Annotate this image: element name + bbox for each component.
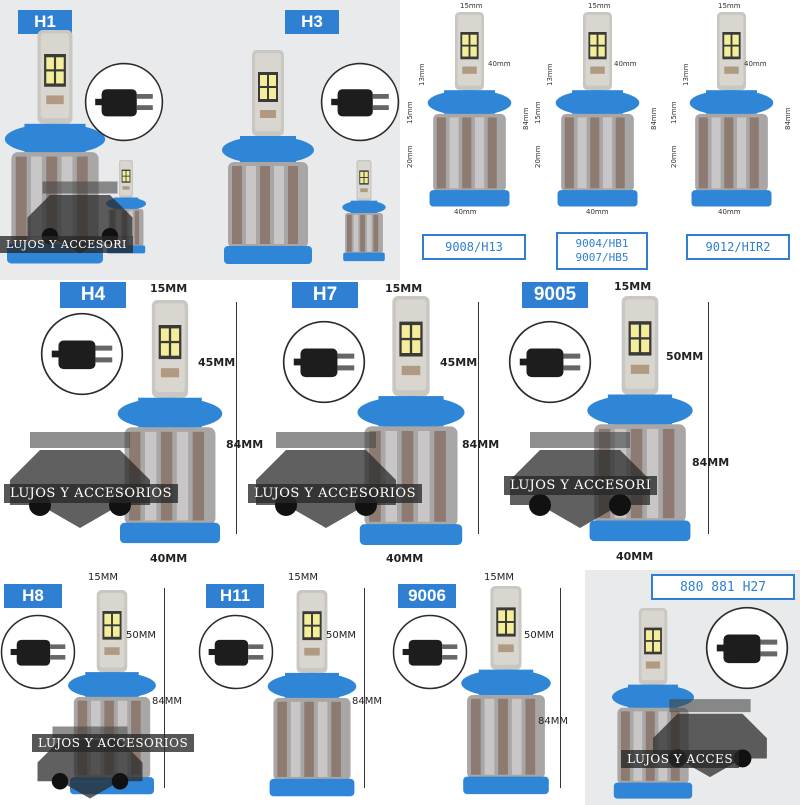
dim-base-width: 40MM	[616, 550, 654, 563]
dim-base-width: 40MM	[150, 552, 188, 565]
dim-width-head: 15mm	[460, 2, 483, 10]
tag-9007-hb5: 9007/HB5	[575, 251, 629, 264]
tag-9006: 9006	[398, 584, 456, 608]
dim-width-head: 15MM	[150, 282, 188, 295]
dim-total-height: 84MM	[462, 438, 500, 451]
dim-height-head: 50MM	[326, 630, 356, 641]
dim-line	[236, 302, 237, 534]
dim-total-height: 84mm	[650, 107, 658, 130]
car-emblem-icon	[500, 410, 660, 530]
led-bulb-icon	[422, 12, 517, 212]
watermark-text: LUJOS Y ACCESORI	[504, 476, 658, 495]
led-bulb-icon	[456, 586, 556, 800]
connector-plug-icon	[84, 62, 164, 142]
watermark-text: LUJOS Y ACCESORIOS	[248, 484, 422, 503]
tag-h7: H7	[292, 282, 358, 308]
dim-width-head: 15MM	[385, 282, 423, 295]
dim-line	[478, 302, 479, 534]
tag-9005: 9005	[522, 282, 588, 308]
dim-base-width: 40mm	[718, 208, 741, 216]
led-bulb-icon	[684, 12, 779, 212]
dim-height-head: 40mm	[744, 60, 767, 68]
dim-height-head: 45MM	[198, 356, 236, 369]
car-emblem-icon	[30, 710, 150, 800]
dim-base-width: 40mm	[586, 208, 609, 216]
tag-h4: H4	[60, 282, 126, 308]
dim-line	[708, 302, 709, 534]
dim-13: 13mm	[682, 63, 690, 86]
dim-width-head: 15MM	[288, 572, 318, 583]
panel-h1-h3: H1 H3 LUJOS Y ACCESORI	[0, 0, 400, 280]
dim-20: 20mm	[406, 145, 414, 168]
tag-880-881-h27: 880 881 H27	[651, 574, 795, 600]
car-emblem-icon	[0, 410, 160, 530]
dim-20: 20mm	[534, 145, 542, 168]
dim-width-head: 15MM	[484, 572, 514, 583]
panel-880-881-h27: 880 881 H27 LUJOS Y ACCES	[585, 570, 800, 805]
dim-width-head: 15mm	[588, 2, 611, 10]
dim-height-head: 45MM	[440, 356, 478, 369]
dim-total-height: 84mm	[522, 107, 530, 130]
dim-15: 15mm	[670, 101, 678, 124]
tag-h8: H8	[4, 584, 62, 608]
dim-height-head: 40mm	[488, 60, 511, 68]
connector-plug-icon	[320, 62, 400, 142]
dim-total-height: 84mm	[784, 107, 792, 130]
car-emblem-icon	[246, 410, 406, 530]
dim-width-head: 15mm	[718, 2, 741, 10]
dim-height-head: 50MM	[666, 350, 704, 363]
dim-height-head: 40mm	[614, 60, 637, 68]
tag-h11: H11	[206, 584, 264, 608]
tag-9008-h13: 9008/H13	[422, 234, 526, 260]
dim-15: 15mm	[534, 101, 542, 124]
dim-height-head: 50MM	[524, 630, 554, 641]
watermark-text: LUJOS Y ACCESORIOS	[32, 734, 195, 752]
dim-13: 13mm	[418, 63, 426, 86]
dim-width-head: 15MM	[88, 572, 118, 583]
dim-base-width: 40MM	[386, 552, 424, 565]
connector-plug-icon	[705, 606, 789, 690]
dim-total-height: 84MM	[692, 456, 730, 469]
dim-20: 20mm	[670, 145, 678, 168]
dim-line	[364, 588, 365, 788]
led-bulb-icon	[262, 590, 362, 802]
dim-height-head: 50MM	[126, 630, 156, 641]
dim-total-height: 84MM	[152, 696, 182, 707]
panel-9008-9004-9012: 15mm 40mm 84mm 13mm 15mm 20mm 40mm 9008/…	[400, 0, 800, 280]
panel-h4-h7-9005: H4 15MM 45MM 84MM 40MM LUJOS Y ACCESORIO…	[0, 280, 800, 570]
dim-line	[560, 588, 561, 788]
tag-9004-9007: 9004/HB1 9007/HB5	[556, 232, 648, 270]
watermark-text: LUJOS Y ACCES	[621, 750, 740, 768]
tag-h3: H3	[285, 10, 339, 34]
tag-9012-hir2: 9012/HIR2	[686, 234, 790, 260]
tag-9004-hb1: 9004/HB1	[575, 237, 629, 250]
watermark-text: LUJOS Y ACCESORI	[0, 236, 133, 253]
dim-15: 15mm	[406, 101, 414, 124]
led-bulb-icon	[340, 160, 388, 264]
watermark-text: LUJOS Y ACCESORIOS	[4, 484, 178, 503]
dim-13: 13mm	[546, 63, 554, 86]
dim-line	[164, 588, 165, 788]
dim-base-width: 40mm	[454, 208, 477, 216]
dim-total-height: 84MM	[226, 438, 264, 451]
dim-total-height: 84MM	[538, 716, 568, 727]
led-bulb-icon	[212, 50, 324, 270]
dim-width-head: 15MM	[614, 280, 652, 293]
dim-total-height: 84MM	[352, 696, 382, 707]
panel-h8-h11-9006: H8 15MM 50MM 84MM LUJOS Y ACCESORIOS H11…	[0, 570, 585, 805]
led-bulb-icon	[550, 12, 645, 212]
